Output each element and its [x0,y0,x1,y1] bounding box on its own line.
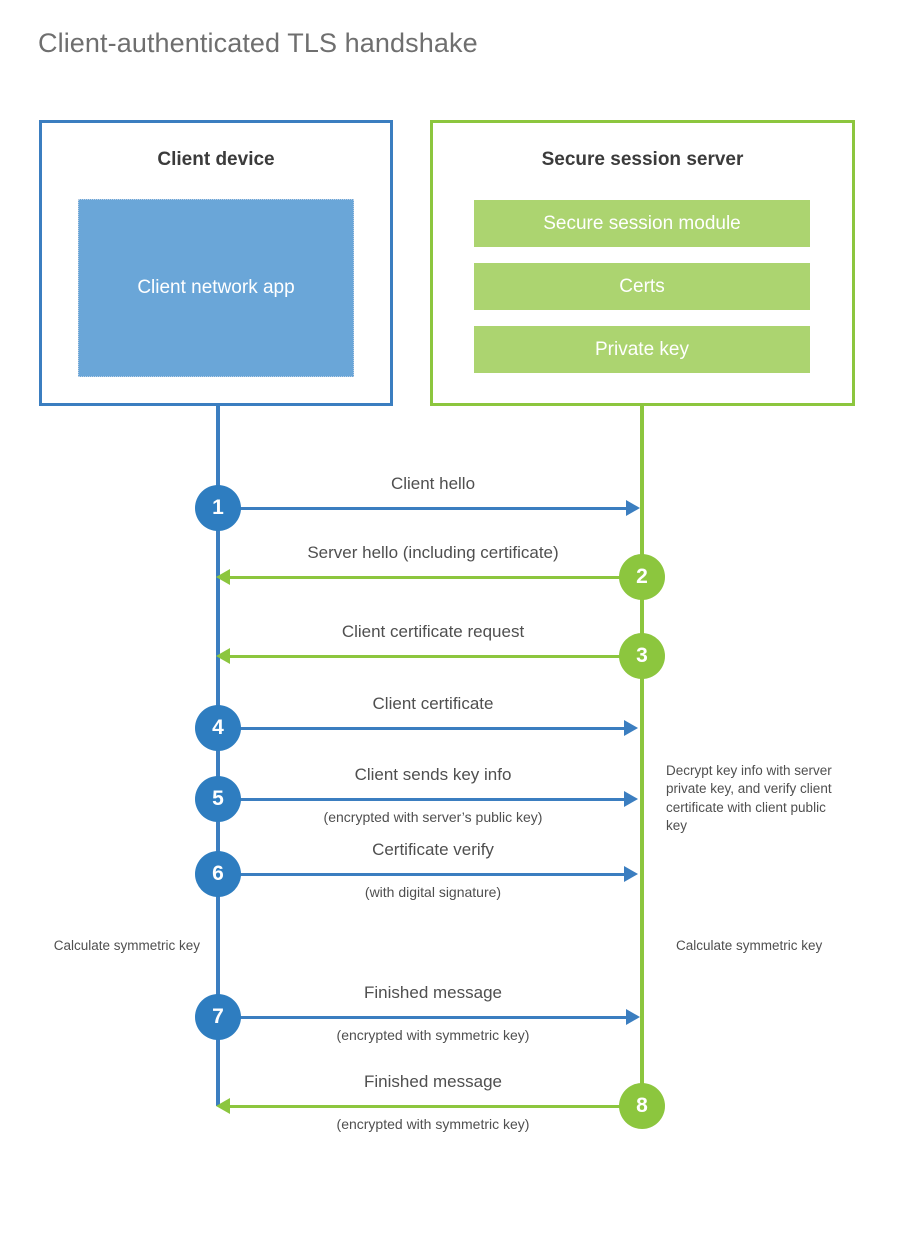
step-5-label: Client sends key info [354,765,512,784]
secure-session-server-box: Secure session server Secure session mod… [430,120,855,406]
server-module-private-key: Private key [474,326,810,373]
step-4-arrow-shaft [218,727,628,730]
client-lifeline [216,405,220,1106]
step-3-arrowhead-left-icon [216,648,230,664]
step-7-arrow-shaft [218,1016,630,1019]
client-device-title: Client device [157,149,275,170]
secure-session-server-title: Secure session server [541,149,744,170]
step-5-number-badge: 5 [195,776,241,822]
step-8-arrowhead-left-icon [216,1098,230,1114]
step-1-arrow-shaft [218,507,636,510]
step-2-label: Server hello (including certificate) [307,543,559,562]
step-6-label: Certificate verify [372,840,494,859]
step-8-sublabel: (encrypted with symmetric key) [336,1116,530,1132]
step-6-sublabel: (with digital signature) [364,884,502,900]
step-number: 6 [212,862,224,885]
client-network-app-label: Client network app [137,277,295,299]
client-network-app-block: Client network app [78,199,354,377]
step-2-arrow-shaft [230,576,642,579]
step-1-arrowhead-right-icon [626,500,640,516]
client-device-box: Client device Client network app [39,120,393,406]
step-4-label: Client certificate [372,694,494,713]
server-module-label: Certs [619,275,665,297]
step-6-arrowhead-right-icon [624,866,638,882]
server-lifeline [640,405,644,1106]
step-8-number-badge: 8 [619,1083,665,1129]
step-4-number-badge: 4 [195,705,241,751]
step-2-number-badge: 2 [619,554,665,600]
client-calculate-symmetric-key-note: Calculate symmetric key [53,938,200,953]
step-1-label: Client hello [390,474,476,493]
step-5-arrowhead-right-icon [624,791,638,807]
step-5-sublabel: (encrypted with server’s public key) [323,809,543,825]
step-5-arrow-shaft [218,798,628,801]
step-number: 4 [212,716,224,739]
step-number: 7 [212,1005,224,1028]
step-7-arrowhead-right-icon [626,1009,640,1025]
step-7-label: Finished message [364,983,502,1002]
step-1-number-badge: 1 [195,485,241,531]
step-6-arrow-shaft [218,873,628,876]
page-title: Client-authenticated TLS handshake [38,28,478,58]
server-decrypt-note: Decrypt key info with server private key… [666,763,832,834]
step-8-label: Finished message [364,1072,502,1091]
step-2-arrowhead-left-icon [216,569,230,585]
step-3-arrow-shaft [230,655,642,658]
step-number: 5 [212,787,224,810]
step-number: 1 [212,496,224,519]
server-module-certs: Certs [474,263,810,310]
step-7-number-badge: 7 [195,994,241,1040]
step-3-number-badge: 3 [619,633,665,679]
server-calculate-symmetric-key-note: Calculate symmetric key [676,938,823,953]
step-number: 8 [636,1094,648,1117]
server-module-label: Private key [595,338,689,360]
step-6-number-badge: 6 [195,851,241,897]
step-number: 3 [636,644,648,667]
step-8-arrow-shaft [230,1105,642,1108]
server-module-label: Secure session module [543,212,741,234]
step-4-arrowhead-right-icon [624,720,638,736]
server-module-secure-session-module: Secure session module [474,200,810,247]
step-3-label: Client certificate request [341,622,525,641]
step-number: 2 [636,565,648,588]
step-7-sublabel: (encrypted with symmetric key) [336,1027,530,1043]
